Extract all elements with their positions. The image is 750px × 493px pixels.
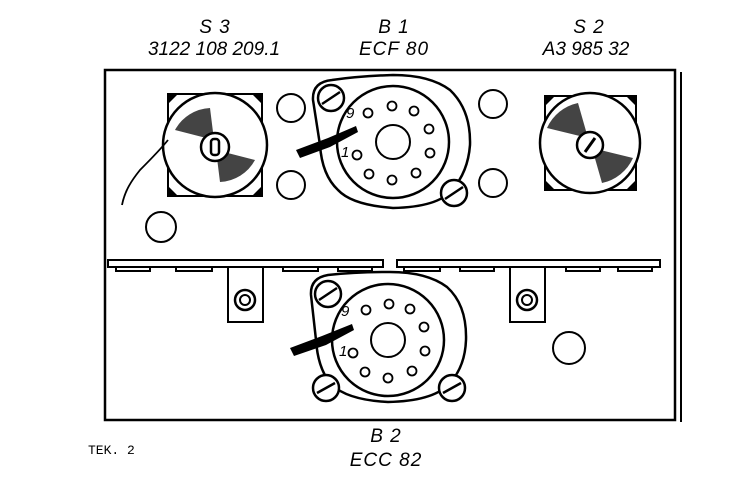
mounting-hole-bottom xyxy=(552,331,586,365)
b2-designator: B 2 xyxy=(370,426,402,447)
b2-pin-1-label: 1 xyxy=(339,343,347,360)
b2-part-number: ECC 82 xyxy=(349,450,423,471)
tube-socket-b1: 9 1 xyxy=(296,73,472,210)
s2-designator: S 2 xyxy=(573,17,605,38)
b1-pin-1-label: 1 xyxy=(341,144,349,161)
divider-bracket-left xyxy=(107,259,384,323)
b1-part-number: ECF 80 xyxy=(358,39,430,60)
tube-socket-b2: 9 1 xyxy=(290,270,468,404)
switch-s3 xyxy=(121,91,269,206)
b2-pin-9-label: 9 xyxy=(341,303,350,320)
b1-pin-9-label: 9 xyxy=(346,105,355,122)
b1-designator: B 1 xyxy=(378,17,410,38)
divider-bracket-right xyxy=(396,259,661,323)
s3-designator: S 3 xyxy=(199,17,231,38)
figure-caption: TEK. 2 xyxy=(88,443,135,458)
b2-key-arrow xyxy=(290,324,354,356)
mounting-holes-top xyxy=(145,89,508,243)
switch-s2 xyxy=(538,91,642,195)
b1-key-arrow xyxy=(296,126,358,158)
s3-part-number: 3122 108 209.1 xyxy=(147,39,281,60)
s2-part-number: A3 985 32 xyxy=(542,39,630,60)
